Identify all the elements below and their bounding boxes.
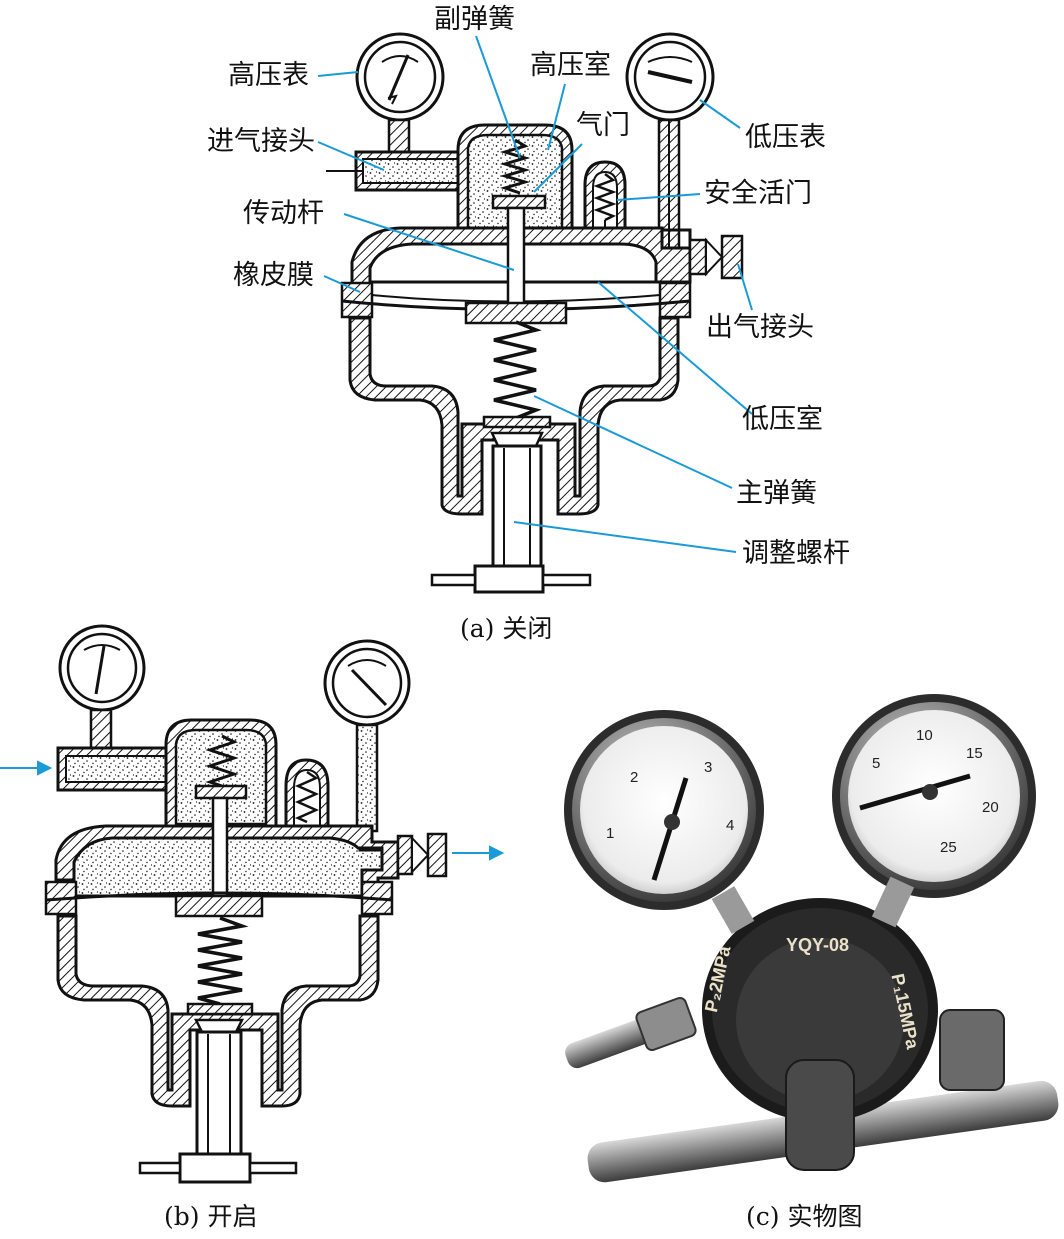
- photo-real-regulator: [564, 694, 1059, 1183]
- leader-outlet-connector: [737, 263, 753, 311]
- right-dial-number-5: 5: [872, 755, 881, 772]
- flow-arrows-b: [0, 760, 505, 861]
- right-dial-number-25: 25: [940, 839, 957, 856]
- left-dial-number-3: 3: [704, 759, 713, 776]
- label-safety-valve: 安全活门: [704, 178, 812, 209]
- caption-c-photo: (c) 实物图: [746, 1202, 863, 1231]
- leader-main-spring: [533, 395, 733, 489]
- leader-low-pressure-gauge: [699, 99, 741, 129]
- left-dial-number-2: 2: [630, 769, 639, 786]
- leader-transmission-rod: [343, 213, 515, 271]
- label-high-pressure-chamber: 高压室: [530, 50, 611, 81]
- label-valve: 气门: [576, 110, 630, 141]
- label-inlet-connector: 进气接头: [207, 126, 315, 157]
- caption-a-closed: (a) 关闭: [460, 614, 553, 643]
- label-low-pressure-gauge: 低压表: [745, 122, 826, 153]
- label-adjusting-screw: 调整螺杆: [742, 538, 850, 569]
- right-dial-number-20: 20: [982, 799, 999, 816]
- leader-high-pressure-chamber: [547, 83, 566, 151]
- diagram-a-closed: [326, 32, 744, 594]
- leader-low-pressure-chamber: [597, 281, 753, 415]
- diagram-b-open: [44, 624, 448, 1184]
- high-pressure-gauge-b: [58, 624, 146, 712]
- leader-high-pressure-gauge: [317, 71, 359, 77]
- right-dial-number-10: 10: [916, 727, 933, 744]
- caption-b-open: (b) 开启: [164, 1202, 258, 1231]
- model-text: YQY-08: [786, 935, 850, 955]
- low-pressure-gauge-b: [323, 639, 411, 727]
- low-pressure-gauge-a: [625, 32, 715, 122]
- leader-lines-a: [317, 35, 753, 553]
- left-dial-number-4: 4: [726, 817, 735, 834]
- left-dial-number-1: 1: [606, 825, 615, 842]
- label-transmission-rod: 传动杆: [243, 198, 324, 229]
- leader-rubber-diaphragm: [323, 275, 361, 293]
- inlet-flow-arrowhead: [37, 760, 53, 776]
- right-dial-number-15: 15: [966, 745, 983, 762]
- leader-inlet-connector: [317, 141, 385, 171]
- label-rubber-diaphragm: 橡皮膜: [233, 260, 314, 291]
- outlet-flow-arrowhead: [489, 845, 505, 861]
- leader-valve: [533, 143, 583, 193]
- label-outlet-connector: 出气接头: [706, 312, 814, 343]
- leader-secondary-spring: [475, 35, 521, 159]
- label-secondary-spring: 副弹簧: [434, 4, 515, 35]
- leader-safety-valve: [616, 193, 701, 201]
- leader-adjusting-screw: [513, 521, 737, 553]
- label-main-spring: 主弹簧: [736, 478, 817, 509]
- label-high-pressure-gauge: 高压表: [228, 60, 309, 91]
- high-pressure-gauge-a: [355, 32, 445, 122]
- label-low-pressure-chamber: 低压室: [742, 404, 823, 435]
